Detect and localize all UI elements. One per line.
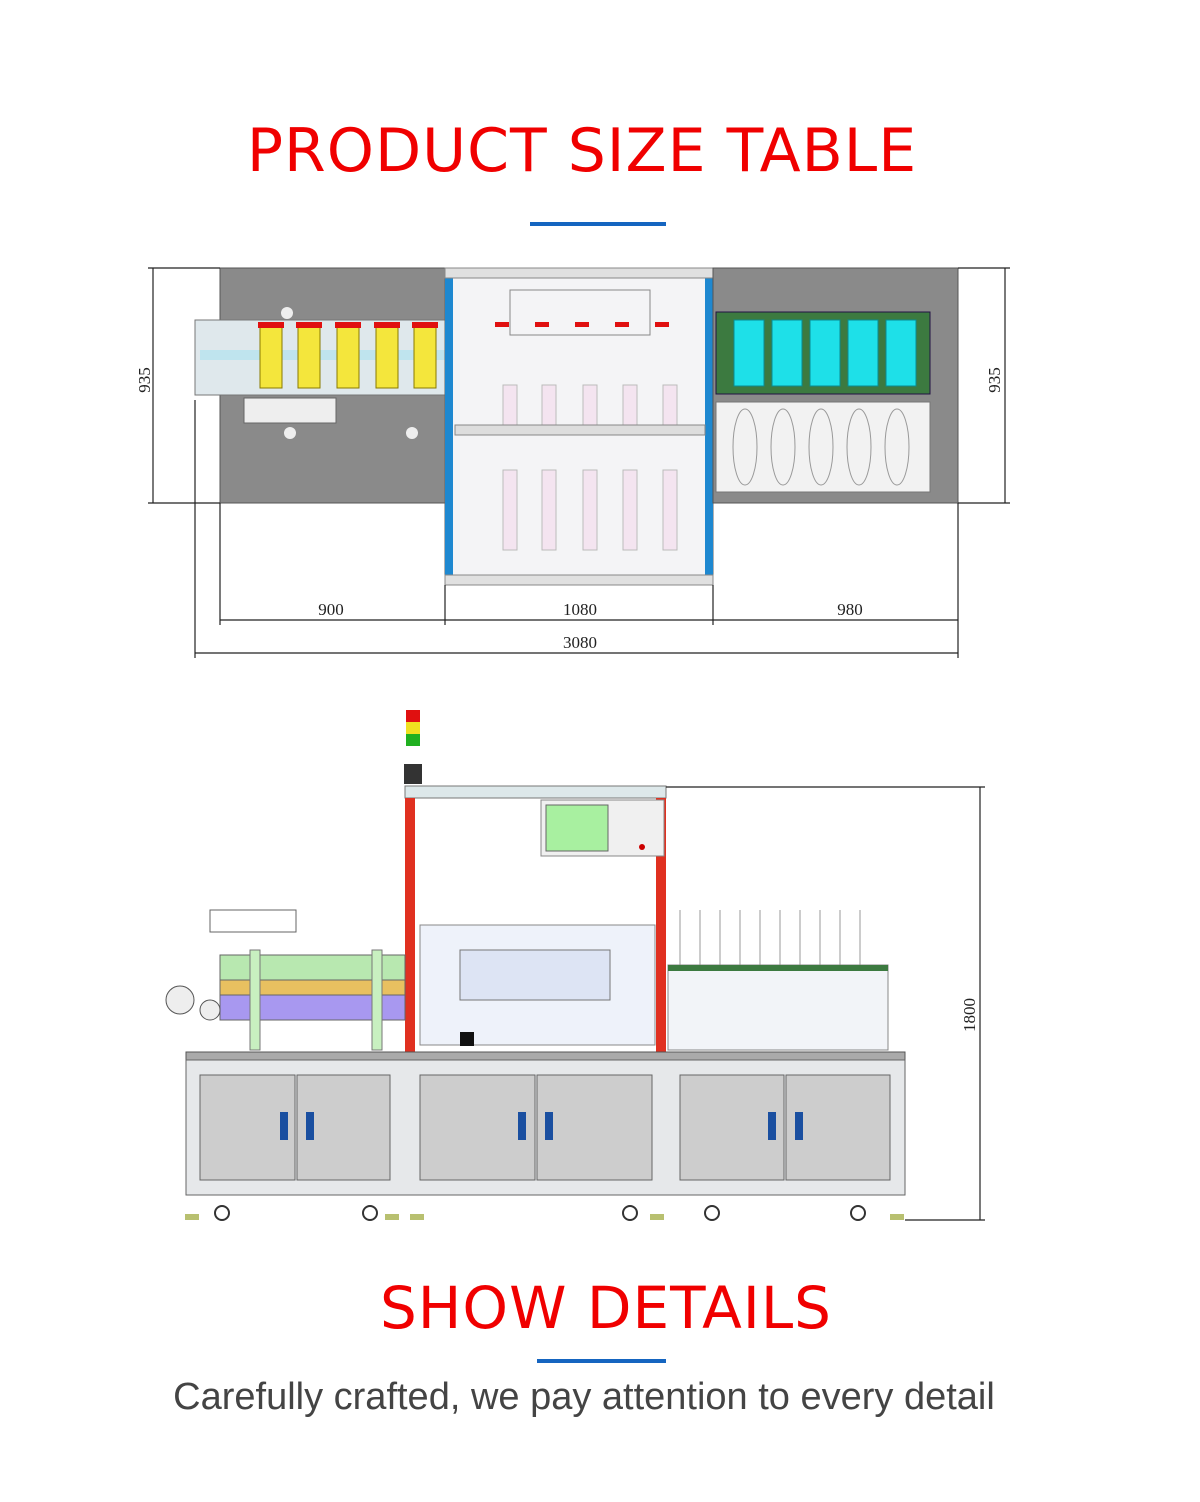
- dimension-width-total: 3080: [563, 633, 597, 652]
- section-subtitle: Carefully crafted, we pay attention to e…: [173, 1376, 995, 1418]
- top-view-dimension-lines: [148, 267, 1010, 658]
- top-view-machine: [194, 267, 959, 586]
- section-title: SHOW DETAILS: [379, 1274, 832, 1342]
- title-underline: [530, 222, 666, 226]
- dimension-width-middle: 1080: [563, 600, 597, 619]
- page-title: PRODUCT SIZE TABLE: [246, 116, 918, 186]
- front-view-dimension-lines: [666, 786, 985, 1221]
- front-view-machine: [165, 710, 906, 1221]
- dimension-height-right: 935: [985, 367, 1004, 393]
- dimension-height-front: 1800: [960, 998, 979, 1032]
- dimension-width-right: 980: [837, 600, 863, 619]
- dimension-width-left: 900: [318, 600, 344, 619]
- section-underline: [537, 1359, 666, 1363]
- dimension-height-left: 935: [135, 367, 154, 393]
